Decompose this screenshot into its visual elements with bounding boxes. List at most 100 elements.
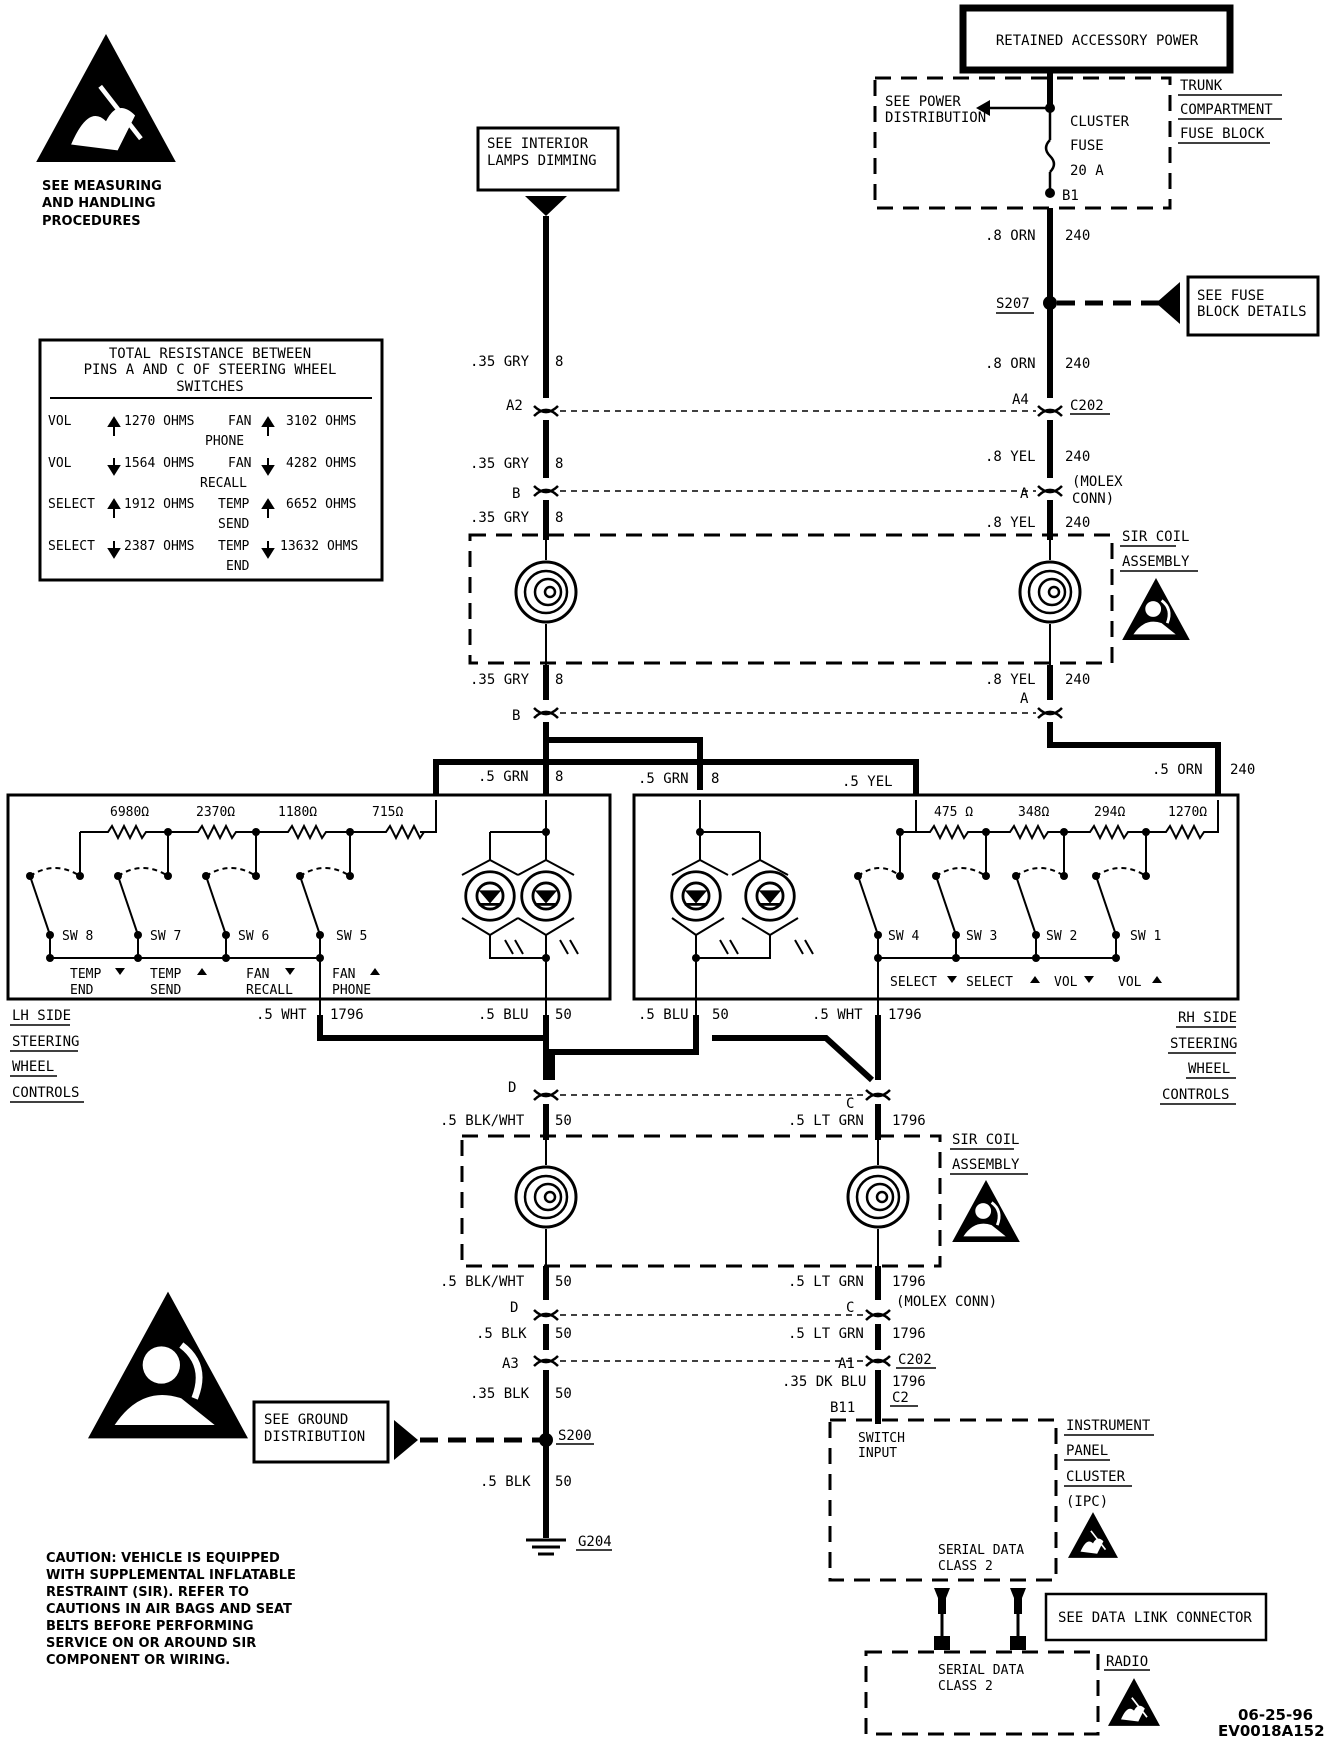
ipc-label: (IPC) <box>1066 1494 1108 1510</box>
resistor-label: 475 Ω <box>934 805 973 820</box>
svg-text:TEMP: TEMP <box>218 497 249 512</box>
pin-b-label: B <box>512 708 520 724</box>
arrow-down-icon <box>261 541 275 559</box>
splice-s207 <box>1043 296 1057 310</box>
radio-label: RADIO <box>1106 1654 1148 1670</box>
function-label: PHONE <box>332 983 371 998</box>
circuit-label: 1796 <box>892 1274 926 1290</box>
clockspring-coil-icon <box>846 1165 910 1229</box>
function-label: END <box>70 983 94 998</box>
arrow-down-icon <box>107 458 121 476</box>
switch-input-label: SWITCH <box>858 1431 905 1446</box>
see-ground-label: SEE GROUND <box>264 1412 348 1428</box>
svg-text:3102 OHMS: 3102 OHMS <box>286 414 356 429</box>
wire-label: .35 BLK <box>470 1386 530 1402</box>
svg-text:2387 OHMS: 2387 OHMS <box>124 539 194 554</box>
connector-a3 <box>532 1354 560 1368</box>
switch-label: SW 2 <box>1046 929 1077 944</box>
lh-switches <box>26 867 354 962</box>
circuit-label: 50 <box>555 1113 572 1129</box>
svg-text:VOL: VOL <box>48 414 72 429</box>
led-lamp-icon <box>520 870 572 922</box>
c202-label: C202 <box>898 1352 932 1368</box>
connector-d <box>532 1308 560 1322</box>
connector-a2 <box>532 404 560 418</box>
esd-note-line: AND HANDLING <box>42 196 156 211</box>
rh-switches <box>854 867 1150 962</box>
see-fuse-label: SEE FUSE <box>1197 288 1264 304</box>
pin-a2-label: A2 <box>506 398 523 414</box>
wire-label: .5 YEL <box>842 774 893 790</box>
wire-label: .8 YEL <box>985 449 1036 465</box>
circuit-label: 240 <box>1065 672 1090 688</box>
circuit-label: 240 <box>1230 762 1255 778</box>
wire-label: .35 GRY <box>470 672 530 688</box>
arrow-right-icon <box>394 1420 418 1460</box>
wire-label: .5 WHT <box>256 1007 307 1023</box>
switch-input-label: INPUT <box>858 1446 897 1461</box>
wire-grn-lh <box>433 759 546 795</box>
caution-line: WITH SUPPLEMENTAL INFLATABLE <box>46 1568 296 1583</box>
svg-text:SEND: SEND <box>218 517 249 532</box>
sir-warning-icon <box>952 1180 1020 1242</box>
diagram-date: 06-25-96 <box>1238 1706 1313 1724</box>
ground-icon <box>526 1538 566 1556</box>
serial-data-label: SERIAL DATA <box>938 1543 1024 1558</box>
connector-a4 <box>1036 404 1064 418</box>
circuit-label: 50 <box>555 1274 572 1290</box>
pin-c-label: C <box>846 1300 854 1316</box>
table-row: SELECT 1912 OHMS TEMP 6652 OHMS SEND <box>48 497 356 532</box>
power-distribution-label: DISTRIBUTION <box>885 110 986 126</box>
wire-label: .5 BLK/WHT <box>440 1274 525 1290</box>
function-label: SEND <box>150 983 181 998</box>
connector-b <box>532 706 560 720</box>
wire-label: .5 ORN <box>1152 762 1203 778</box>
b11-label: B11 <box>830 1400 855 1416</box>
circuit-label: 8 <box>555 510 563 526</box>
trunk-label: TRUNK <box>1180 78 1223 94</box>
sir-coil-label: SIR COIL <box>1122 529 1189 545</box>
circuit-label: 1796 <box>330 1007 364 1023</box>
circuit-label: 8 <box>555 456 563 472</box>
wire-label: .5 GRN <box>638 771 689 787</box>
retained-accessory-power-box <box>959 4 1234 74</box>
connector-d <box>532 1088 560 1102</box>
wire-label: .35 GRY <box>470 354 530 370</box>
arrow-left-icon <box>976 100 990 116</box>
function-label: SELECT <box>966 975 1013 990</box>
circuit-label: 1796 <box>892 1113 926 1129</box>
wire-50-rh <box>549 1015 699 1080</box>
molex-label: CONN) <box>1072 491 1114 507</box>
ipc-label: INSTRUMENT <box>1066 1418 1151 1434</box>
c2-label: C2 <box>892 1390 909 1406</box>
circuit-label: 8 <box>555 354 563 370</box>
resistor-label: 1270Ω <box>1168 805 1207 820</box>
connector-a1 <box>864 1354 892 1368</box>
serial-data-label: SERIAL DATA <box>938 1663 1024 1678</box>
clockspring-coil-icon <box>514 1165 578 1229</box>
function-label: RECALL <box>246 983 293 998</box>
table-row: VOL 1270 OHMS FAN 3102 OHMS PHONE <box>48 414 356 449</box>
svg-text:FAN: FAN <box>228 456 251 471</box>
lh-steering-wheel-controls-box <box>6 793 612 1001</box>
c202-label: C202 <box>1070 398 1104 414</box>
wire-label: .5 BLU <box>638 1007 689 1023</box>
circuit-label: 240 <box>1065 228 1090 244</box>
switch-label: SW 3 <box>966 929 997 944</box>
svg-text:13632 OHMS: 13632 OHMS <box>280 539 358 554</box>
circuit-label: 1796 <box>892 1326 926 1342</box>
switch-label: SW 7 <box>150 929 181 944</box>
ipc-label: PANEL <box>1066 1443 1108 1459</box>
rh-label: STEERING <box>1170 1036 1237 1052</box>
wire-label: .35 GRY <box>470 456 530 472</box>
table-title-line: PINS A AND C OF STEERING WHEEL <box>84 362 337 378</box>
svg-text:1912 OHMS: 1912 OHMS <box>124 497 194 512</box>
serial-connector-bottom <box>934 1636 1026 1650</box>
svg-text:4282 OHMS: 4282 OHMS <box>286 456 356 471</box>
wire-yel-rh <box>546 759 919 795</box>
ipc-label: CLUSTER <box>1066 1469 1126 1485</box>
wire-1796-rh-b <box>712 1035 875 1083</box>
wire-label: .5 GRN <box>478 769 529 785</box>
pin-a3-label: A3 <box>502 1356 519 1372</box>
arrow-down-icon <box>525 196 567 216</box>
